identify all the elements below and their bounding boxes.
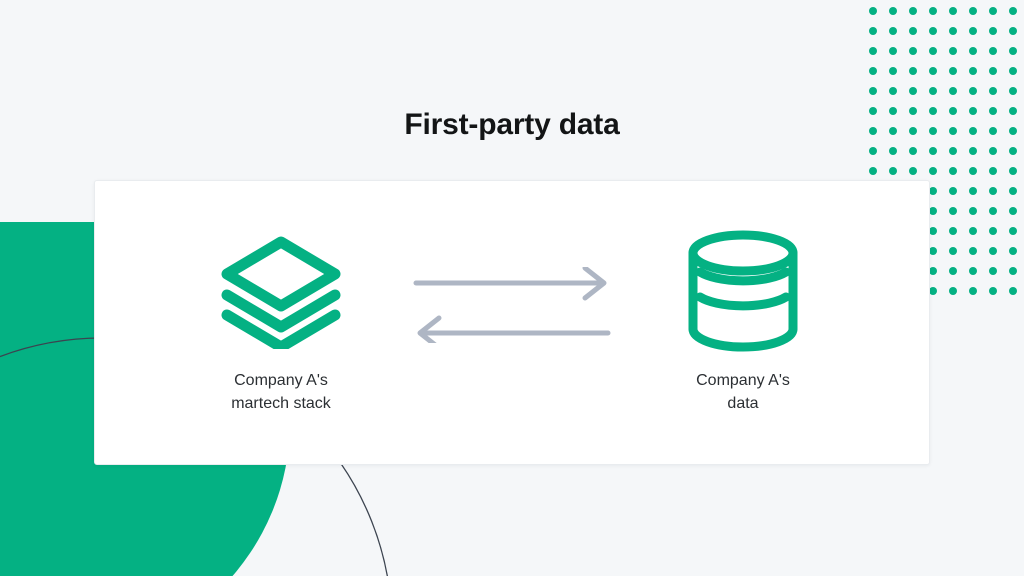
- diagram-row: Company A's martech stack: [95, 181, 929, 464]
- arrow-right-icon: [413, 266, 607, 300]
- node-martech-stack: Company A's martech stack: [166, 231, 396, 415]
- diagram-card: Company A's martech stack: [94, 180, 930, 465]
- node-caption-company-data: Company A's data: [696, 371, 790, 412]
- database-cylinder-glyph: [688, 230, 798, 351]
- node-caption-martech-stack: Company A's martech stack: [231, 371, 331, 412]
- page-title: First-party data: [404, 108, 620, 141]
- layers-stack-glyph: [221, 236, 341, 349]
- arrow-left-icon: [417, 315, 611, 343]
- node-company-data: Company A's data: [628, 230, 858, 415]
- database-cylinder-icon: [687, 230, 799, 351]
- bidirectional-arrows: [396, 266, 628, 343]
- layers-stack-icon: [218, 231, 344, 351]
- arrows-glyph: [413, 266, 611, 343]
